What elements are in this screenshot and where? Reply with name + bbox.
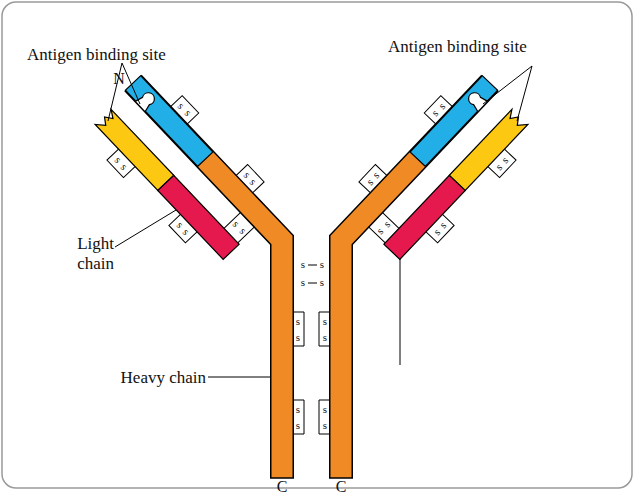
disulfide-bond bbox=[236, 165, 264, 193]
disulfide-bond bbox=[319, 312, 330, 346]
chain-label: Heavy chain bbox=[121, 369, 206, 386]
disulfide-label: s bbox=[438, 220, 449, 231]
disulfide-label: s bbox=[237, 226, 248, 237]
disulfide-label: s bbox=[230, 219, 241, 230]
disulfide-label: s bbox=[296, 316, 300, 327]
disulfide-bond bbox=[426, 214, 454, 242]
heavy-chain-outline bbox=[133, 83, 282, 478]
disulfide-bond bbox=[488, 149, 516, 177]
terminus-label: N bbox=[113, 71, 125, 87]
disulfide-bond bbox=[308, 265, 317, 266]
disulfide-label: s bbox=[371, 170, 382, 181]
heavy-chain bbox=[341, 83, 490, 478]
site-label: Antigen binding site bbox=[27, 46, 166, 63]
disulfide-label: s bbox=[436, 101, 447, 112]
right-arm bbox=[340, 64, 543, 270]
disulfide-label: s bbox=[174, 220, 185, 231]
variable-light bbox=[449, 109, 528, 190]
disulfide-bond bbox=[224, 212, 254, 242]
heavy-chain bbox=[133, 83, 282, 478]
disulfide-label: s bbox=[296, 420, 300, 431]
disulfide-bond bbox=[107, 149, 135, 177]
terminus-label: C bbox=[336, 479, 347, 494]
disulfide-label: s bbox=[323, 404, 327, 415]
disulfide-label: s bbox=[320, 277, 324, 288]
disulfide-bond bbox=[293, 312, 304, 346]
disulfide-label: s bbox=[429, 108, 440, 119]
disulfide-label: s bbox=[364, 177, 375, 188]
disulfide-label: s bbox=[176, 101, 187, 112]
disulfide-label: s bbox=[493, 162, 504, 173]
disulfide-label: s bbox=[183, 108, 194, 119]
disulfide-bond bbox=[293, 400, 304, 434]
disulfide-bond bbox=[319, 400, 330, 434]
disulfide-bond bbox=[369, 212, 399, 242]
leader-line bbox=[400, 259, 401, 365]
terminus-label: C bbox=[277, 479, 288, 494]
disulfide-label: s bbox=[301, 259, 305, 270]
disulfide-label: s bbox=[382, 219, 393, 230]
constant-light bbox=[158, 175, 239, 259]
disulfide-label: s bbox=[301, 277, 305, 288]
frame-border bbox=[2, 2, 632, 488]
disulfide-bond bbox=[169, 214, 197, 242]
disulfide-label: s bbox=[119, 162, 130, 173]
disulfide-bond bbox=[308, 283, 317, 284]
binding-notch bbox=[136, 90, 158, 112]
site-label: Antigen binding site bbox=[388, 38, 527, 55]
disulfide-label: s bbox=[431, 227, 442, 238]
disulfide-bond bbox=[359, 165, 387, 193]
disulfide-label: s bbox=[323, 420, 327, 431]
disulfide-label: s bbox=[112, 154, 123, 165]
disulfide-label: s bbox=[181, 227, 192, 238]
disulfide-label: s bbox=[323, 332, 327, 343]
leader-line bbox=[108, 63, 140, 121]
disulfide-label: s bbox=[500, 154, 511, 165]
disulfide-label: s bbox=[375, 226, 386, 237]
variable-light bbox=[95, 109, 174, 190]
disulfide-label: s bbox=[296, 332, 300, 343]
chain-label: Light chain bbox=[52, 234, 114, 274]
heavy-chain-outline bbox=[341, 83, 490, 478]
binding-notch bbox=[465, 90, 487, 112]
disulfide-label: s bbox=[320, 259, 324, 270]
leader-line bbox=[115, 210, 176, 247]
leader-line bbox=[483, 66, 532, 121]
disulfide-label: s bbox=[248, 177, 259, 188]
disulfide-label: s bbox=[296, 404, 300, 415]
constant-light bbox=[384, 175, 465, 259]
disulfide-bond bbox=[424, 96, 452, 124]
leader-line bbox=[208, 377, 271, 378]
disulfide-label: s bbox=[241, 170, 252, 181]
disulfide-label: s bbox=[323, 316, 327, 327]
disulfide-bond bbox=[171, 96, 199, 124]
